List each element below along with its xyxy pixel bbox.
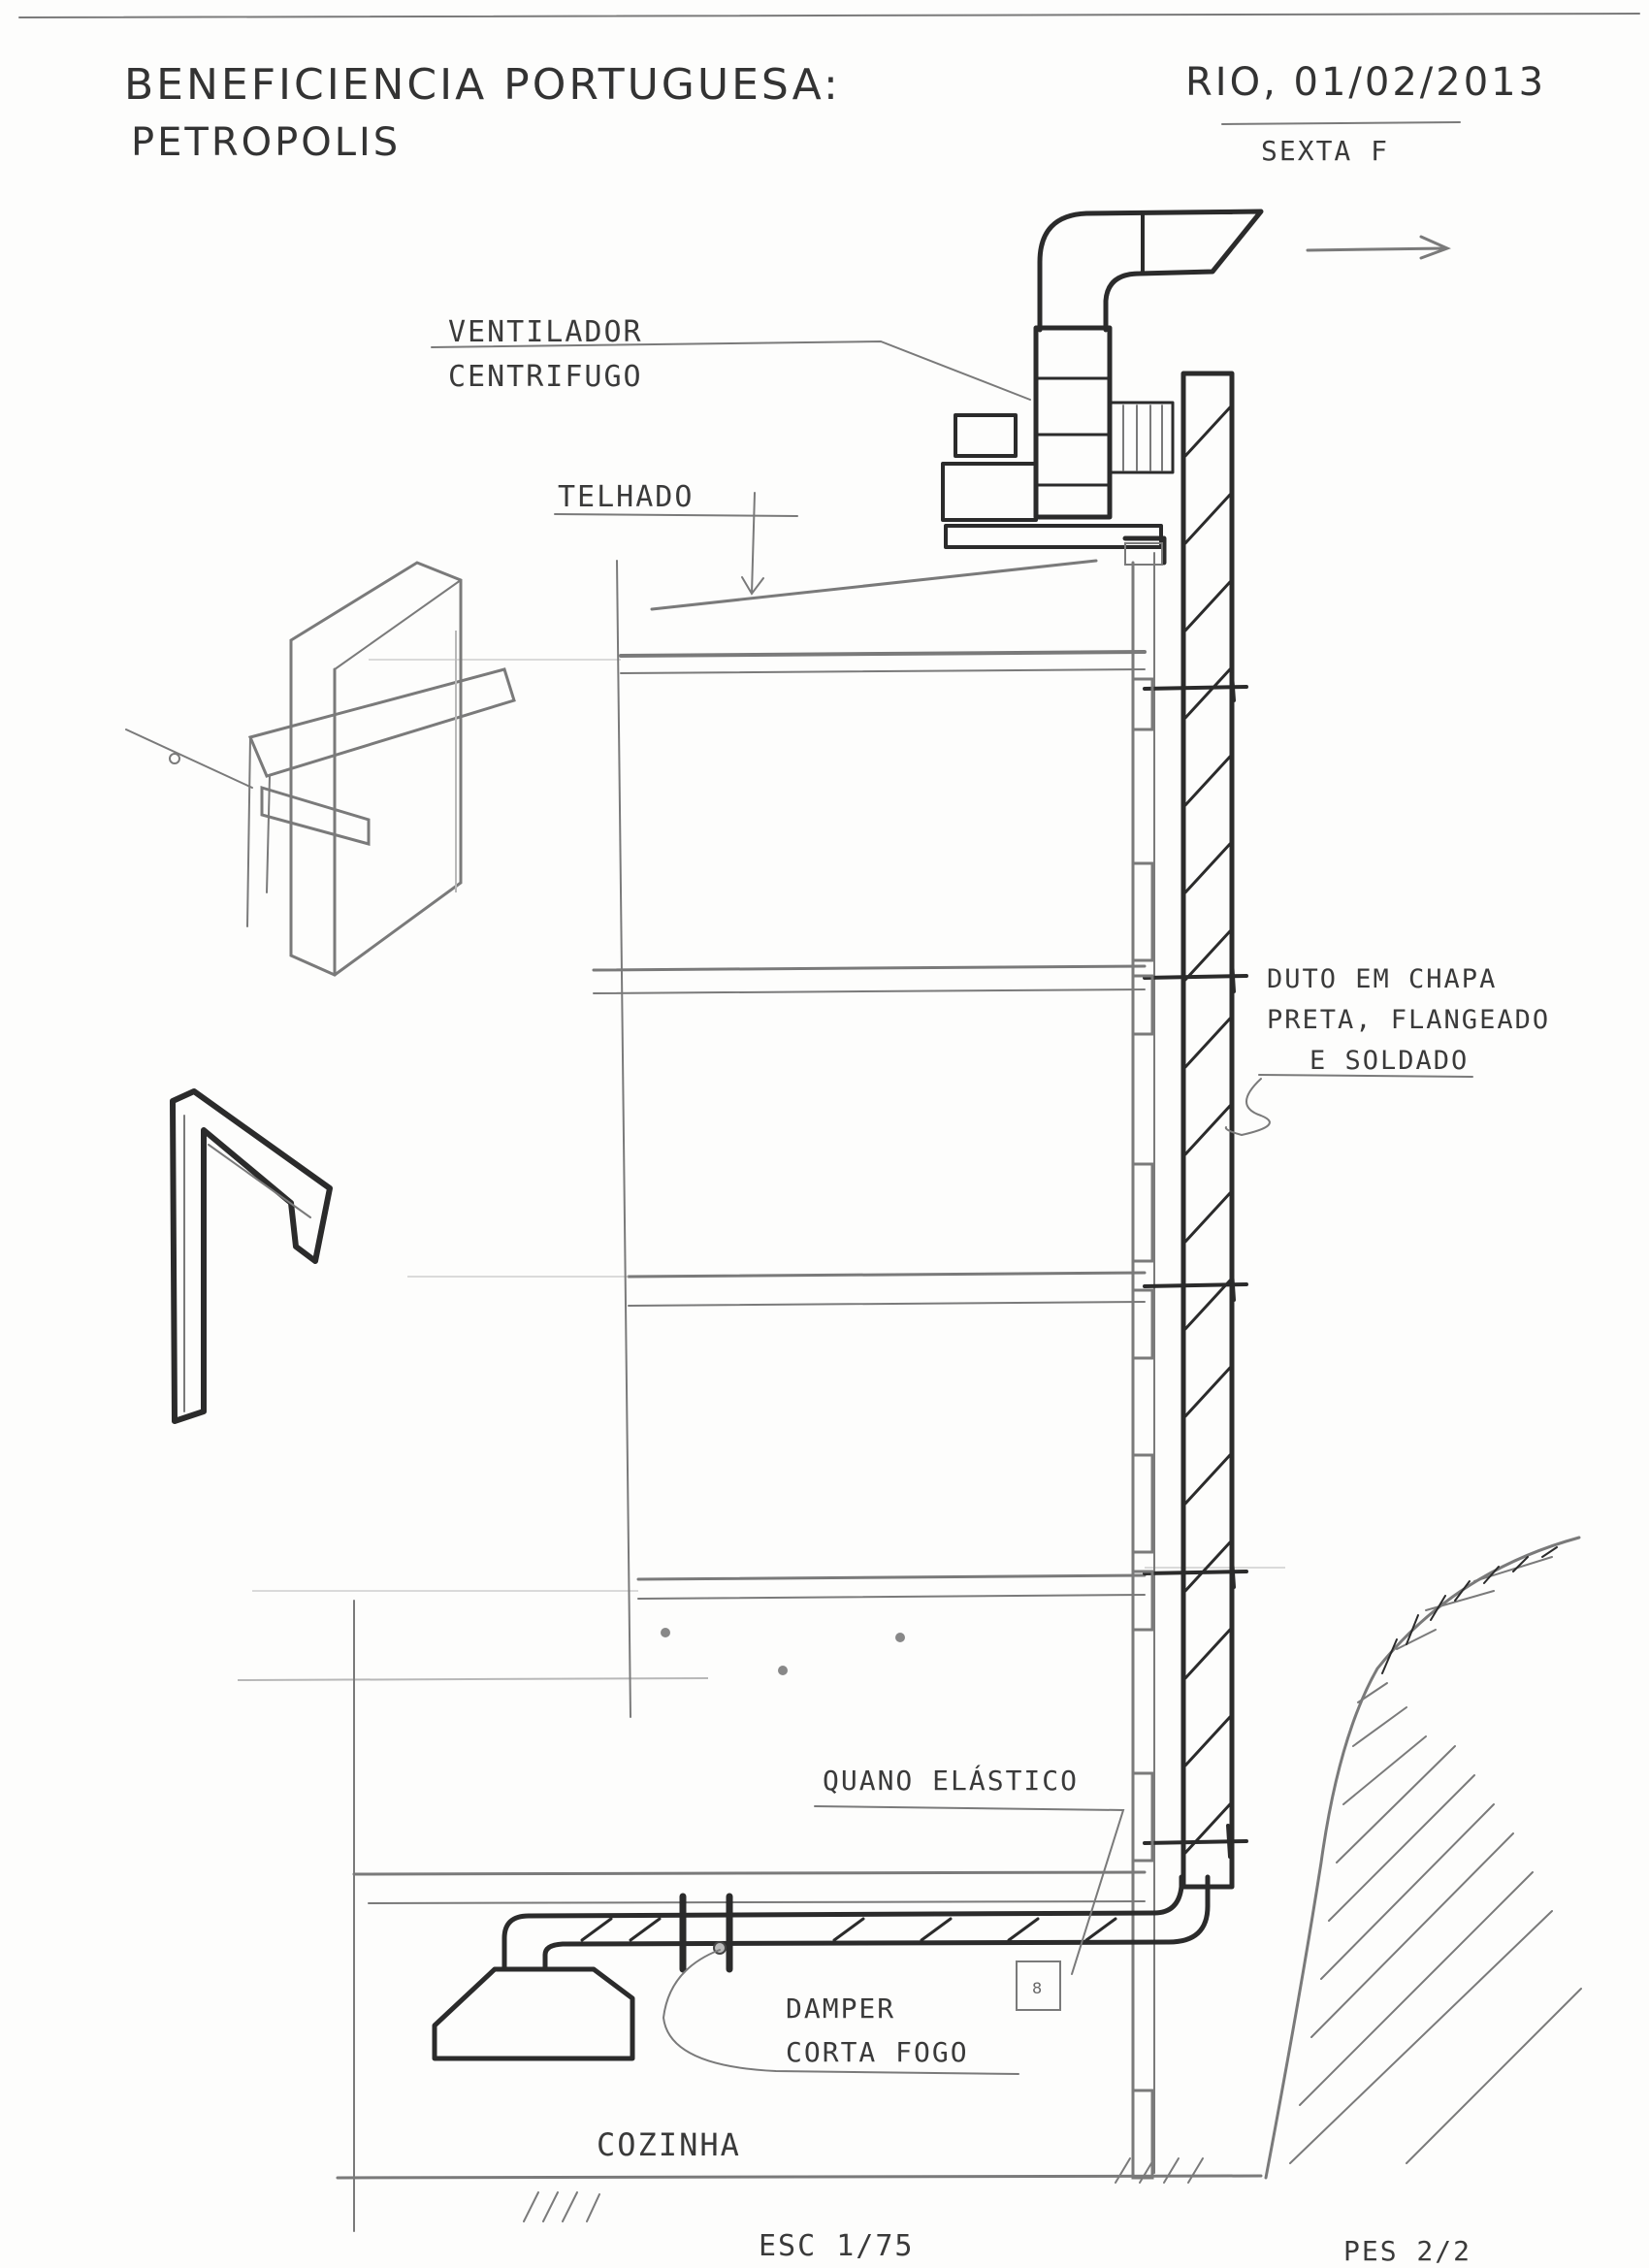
date-underline <box>1221 121 1461 125</box>
centrifugal-fan <box>941 209 1264 549</box>
page-label: PES 2/2 <box>1343 2235 1471 2267</box>
ground-hatch-right <box>1115 2157 1204 2184</box>
damper-label-line1: DAMPER <box>786 1993 895 2025</box>
weekday-text: SEXTA F <box>1261 135 1389 167</box>
title-line1: BENEFICIENCIA PORTUGUESA: <box>124 60 841 110</box>
fan-label-line2: CENTRIFUGO <box>448 360 643 394</box>
support-detail-sketch <box>125 561 516 977</box>
vertical-duct <box>1122 371 1248 2180</box>
horizontal-duct: 8 <box>432 1874 1211 2061</box>
damper-label-line2: CORTA FOGO <box>786 2036 969 2068</box>
angle-profile-sketch <box>170 1088 333 1424</box>
duct-leader <box>1224 1074 1473 1137</box>
title-line2: PETROPOLIS <box>131 120 401 165</box>
hillside <box>1115 1536 1582 2184</box>
elastic-label: QUANO ELÁSTICO <box>823 1764 1079 1797</box>
building-section: TELHADO <box>237 480 1285 2232</box>
ground-hatch-left <box>523 2191 600 2222</box>
duct-label-line1: DUTO EM CHAPA <box>1267 964 1497 994</box>
damper-leader <box>662 1949 1019 2075</box>
fan-leader <box>431 340 1031 401</box>
duct-label-line2: PRETA, FLANGEADO <box>1267 1005 1550 1035</box>
kitchen-label: COZINHA <box>597 2126 741 2163</box>
sheet-border <box>18 13 1640 18</box>
roof-label: TELHADO <box>558 480 694 514</box>
svg-text:8: 8 <box>1032 1979 1042 1997</box>
elastic-leader <box>814 1805 1125 1975</box>
airflow-arrow <box>1306 235 1451 260</box>
duct-label-line3: E SOLDADO <box>1310 1046 1469 1076</box>
fan-label-line1: VENTILADOR <box>448 315 643 349</box>
date-text: RIO, 01/02/2013 <box>1185 60 1546 105</box>
scale-label: ESC 1/75 <box>759 2229 915 2263</box>
